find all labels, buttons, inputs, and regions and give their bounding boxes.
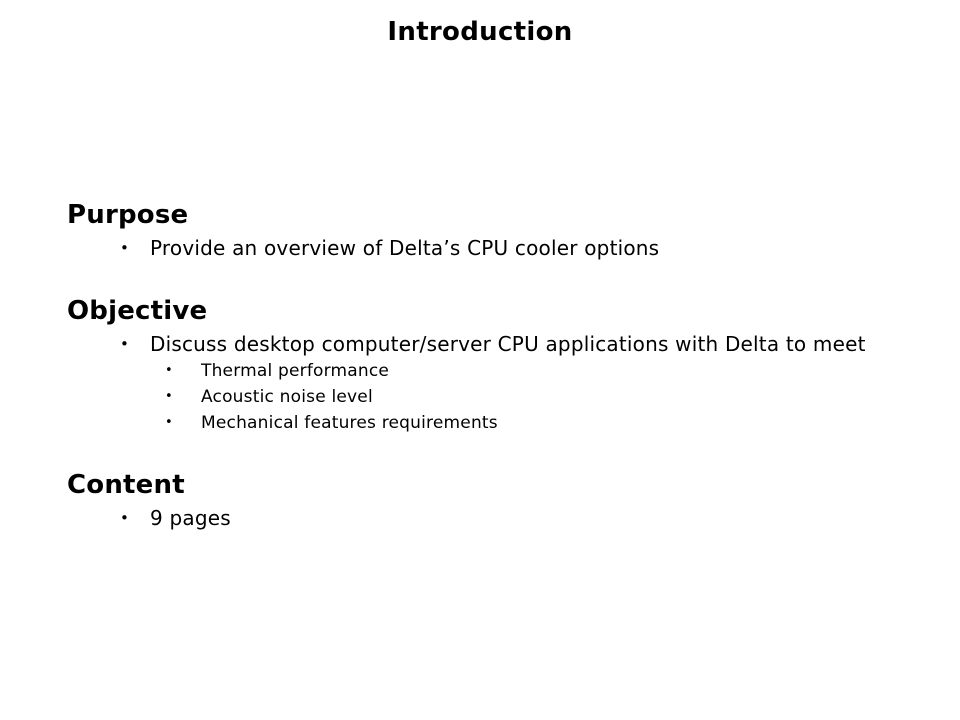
slide-body: Purpose • Provide an overview of Delta’s…	[67, 200, 927, 532]
sub-bullet-item: • Acoustic noise level	[67, 384, 927, 410]
sub-bullet-text: Acoustic noise level	[201, 387, 373, 407]
bullet-icon: •	[165, 389, 173, 404]
slide-title: Introduction	[387, 17, 573, 47]
section-purpose: Purpose • Provide an overview of Delta’s…	[67, 200, 927, 262]
bullet-item: • 9 pages	[67, 504, 927, 532]
bullet-item: • Provide an overview of Delta’s CPU coo…	[67, 234, 927, 262]
sub-bullet-text: Thermal performance	[201, 361, 390, 381]
bullet-icon: •	[165, 415, 173, 430]
bullet-icon: •	[165, 363, 173, 378]
sub-bullet-item: • Mechanical features requirements	[67, 410, 927, 436]
bullet-icon: •	[120, 509, 130, 527]
sub-bullet-item: • Thermal performance	[67, 358, 927, 384]
bullet-icon: •	[120, 239, 130, 257]
section-heading-purpose: Purpose	[67, 200, 189, 230]
sub-bullet-text: Mechanical features requirements	[201, 413, 498, 433]
bullet-item: • Discuss desktop computer/server CPU ap…	[67, 330, 927, 358]
bullet-text: Provide an overview of Delta’s CPU coole…	[150, 236, 660, 260]
section-heading-objective: Objective	[67, 296, 208, 326]
bullet-icon: •	[120, 335, 130, 353]
section-content: Content • 9 pages	[67, 470, 927, 532]
section-heading-content: Content	[67, 470, 185, 500]
bullet-text: Discuss desktop computer/server CPU appl…	[150, 332, 866, 356]
bullet-text: 9 pages	[150, 506, 231, 530]
section-objective: Objective • Discuss desktop computer/ser…	[67, 296, 927, 436]
